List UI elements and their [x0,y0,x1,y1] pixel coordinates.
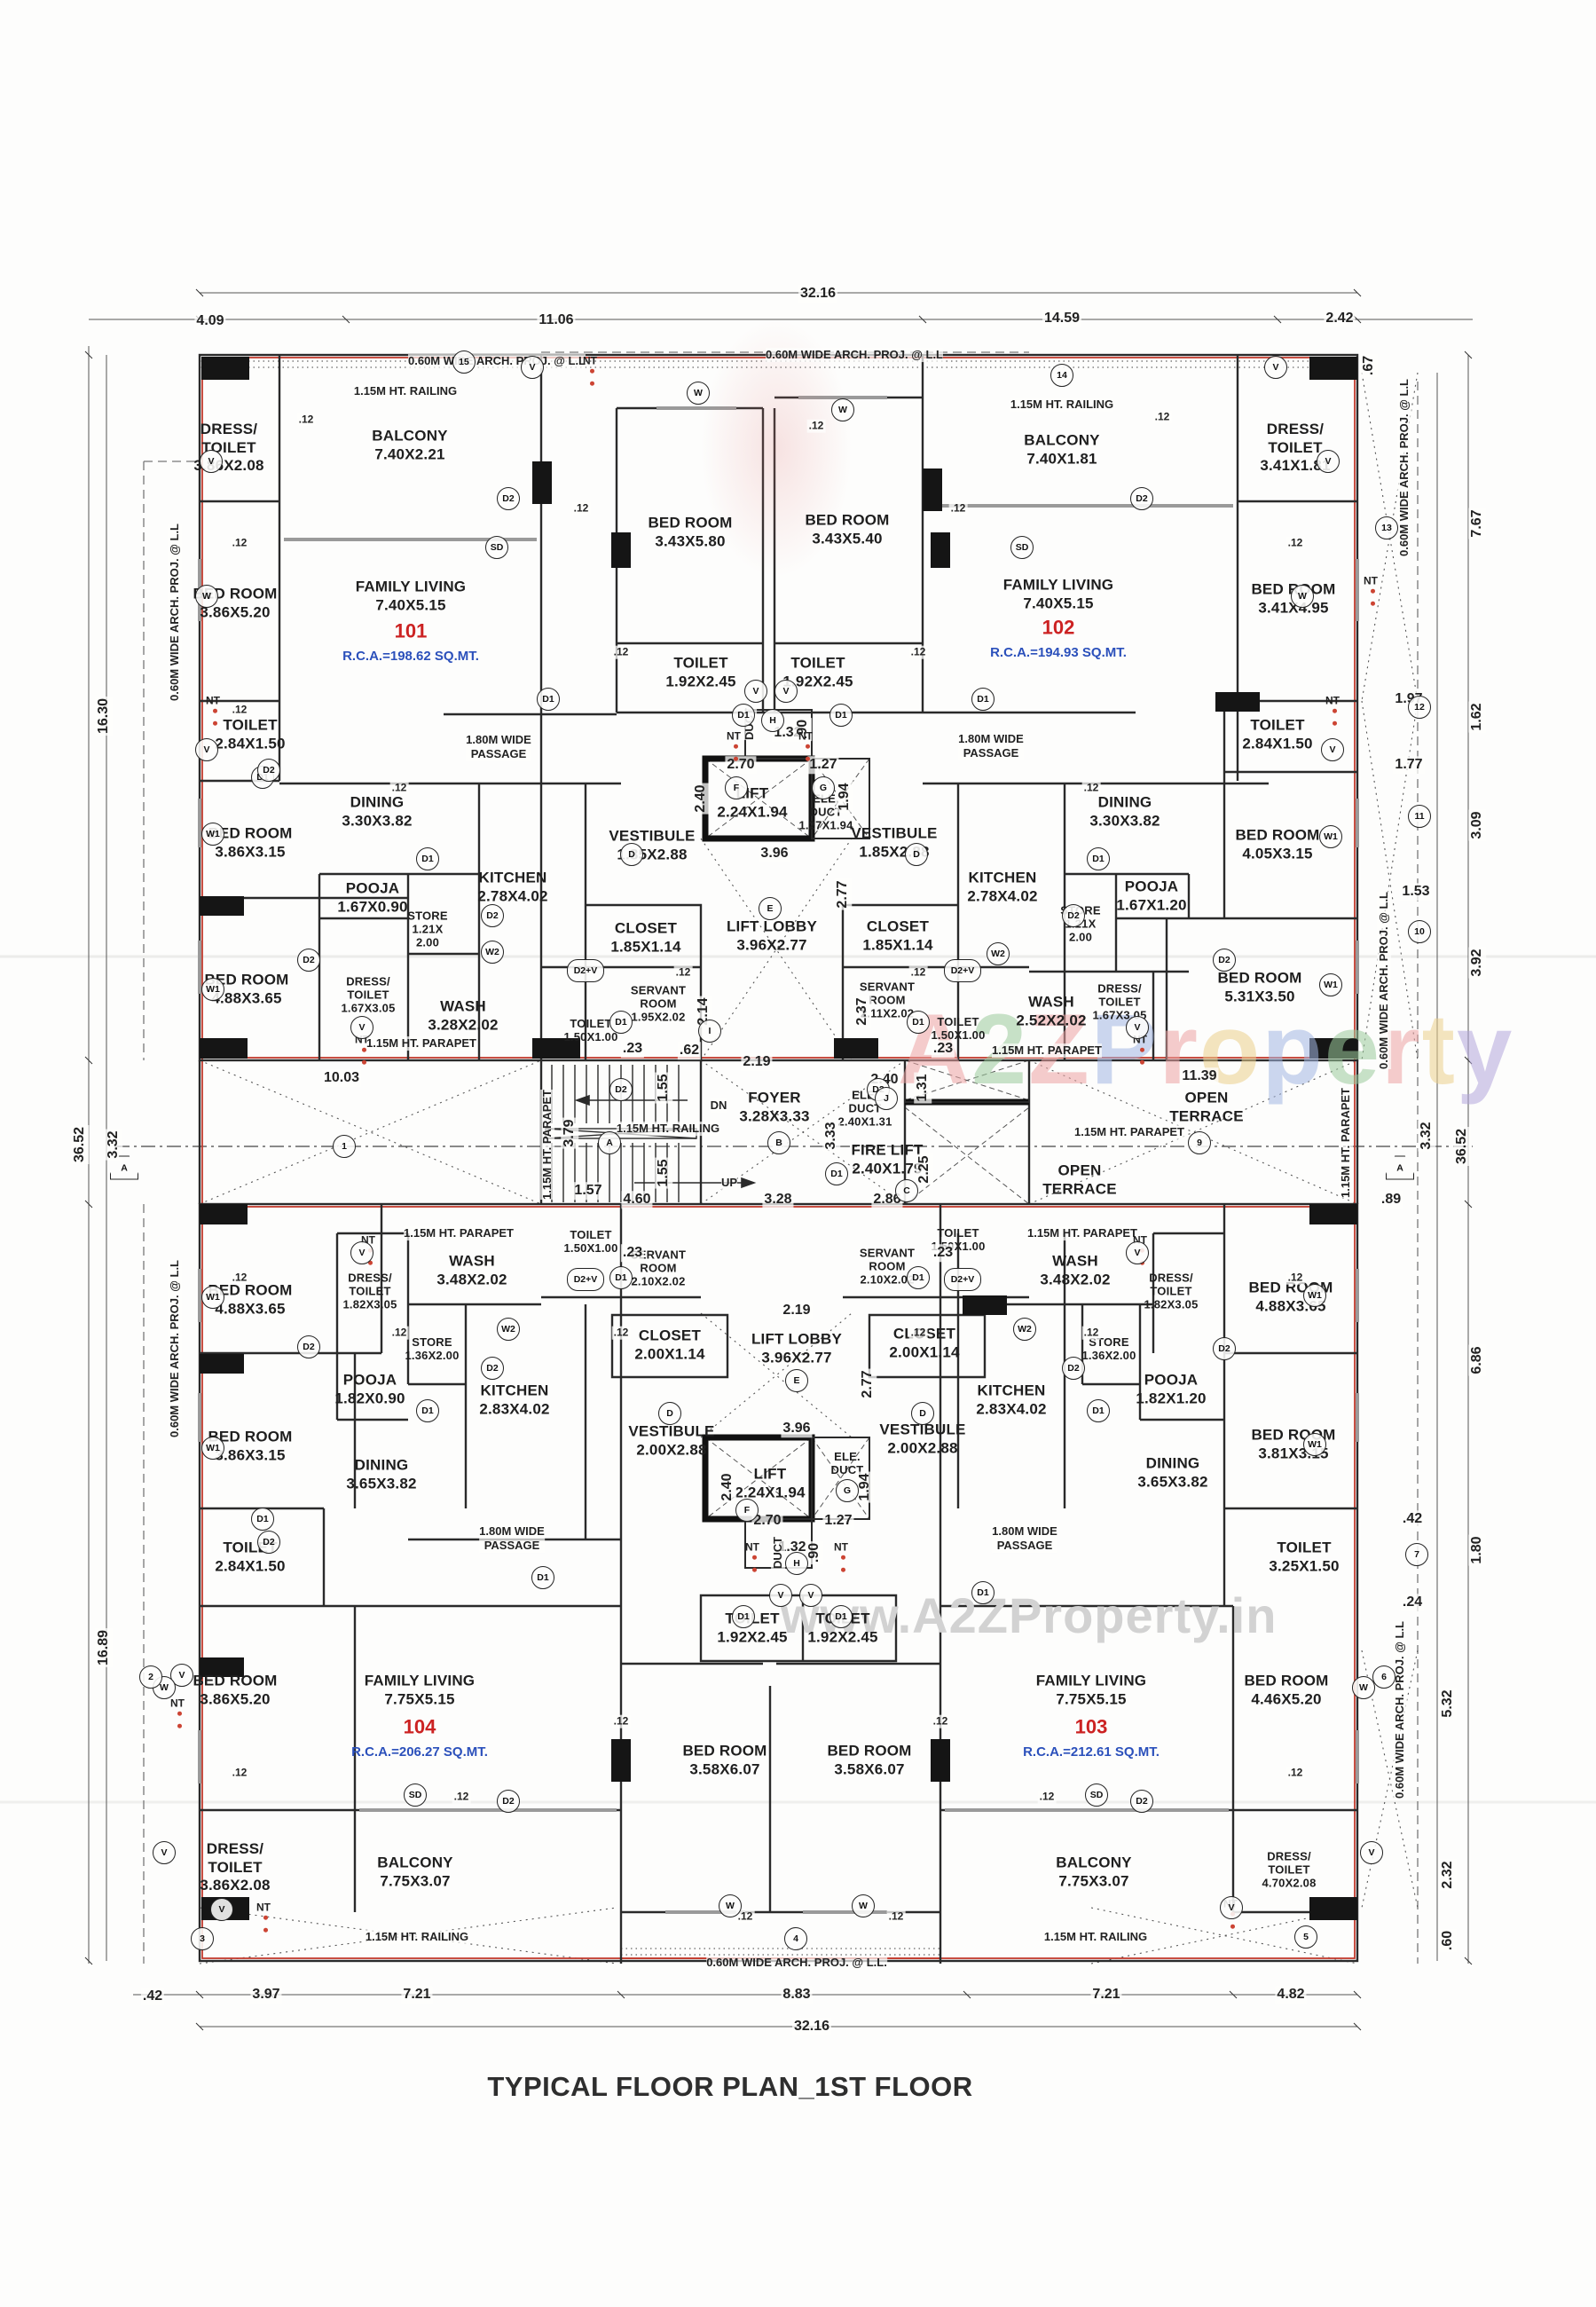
scan-smudge [701,319,852,577]
sheet-title: TYPICAL FLOOR PLAN_1ST FLOOR [487,2071,973,2102]
